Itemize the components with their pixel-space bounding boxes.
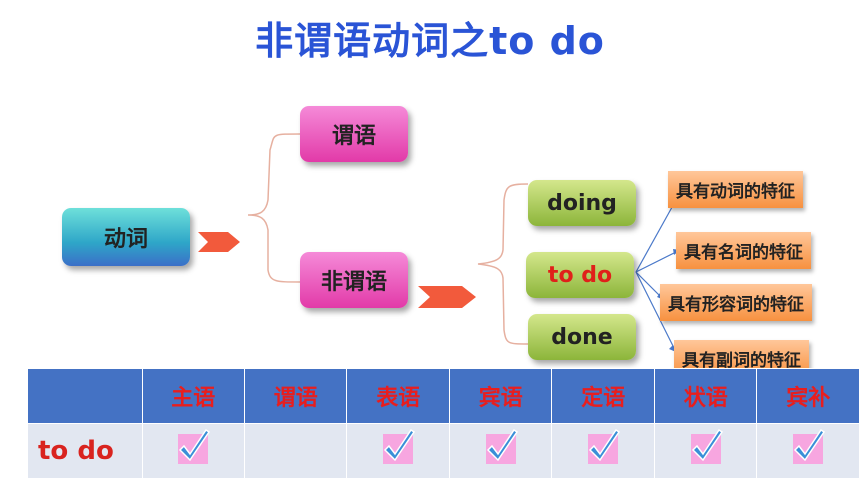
feature-verb: 具有动词的特征: [668, 171, 803, 208]
table-cell: [244, 423, 348, 479]
table-cell: [653, 423, 758, 479]
table-header-row: 主语 谓语 表语 宾语 定语 状语 宾补: [27, 368, 860, 424]
table-header-cell: 宾语: [448, 368, 553, 424]
function-table: 主语 谓语 表语 宾语 定语 状语 宾补 to do: [27, 368, 860, 479]
table-header-cell: 宾补: [756, 368, 860, 424]
table-cell: [448, 423, 553, 479]
table-header-cell: 表语: [346, 368, 450, 424]
checkmark-icon: [383, 428, 416, 464]
node-to-do: to do: [526, 252, 634, 298]
page-title: 非谓语动词之to do: [255, 19, 605, 63]
table-header-cell: 状语: [653, 368, 758, 424]
node-non-predicate: 非谓语: [300, 252, 408, 308]
checkmark-icon: [793, 428, 826, 464]
table-cell: [551, 423, 655, 479]
table-header-cell: [27, 368, 143, 424]
table-row: to do: [27, 423, 860, 479]
table-header-cell: 定语: [551, 368, 655, 424]
arrow-right-icon: [198, 232, 240, 252]
feature-adjective: 具有形容词的特征: [660, 284, 812, 321]
checkmark-icon: [178, 428, 211, 464]
node-doing: doing: [528, 180, 636, 226]
feature-noun: 具有名词的特征: [676, 232, 811, 269]
checkmark-icon: [690, 428, 723, 464]
table-header-cell: 主语: [141, 368, 246, 424]
table-cell: [141, 423, 246, 479]
node-predicate: 谓语: [300, 106, 408, 162]
node-verb: 动词: [62, 208, 190, 266]
table-cell: [756, 423, 860, 479]
arrow-right-icon: [418, 286, 476, 308]
checkmark-icon: [588, 428, 621, 464]
node-done: done: [528, 314, 636, 360]
row-label: to do: [27, 423, 143, 479]
checkmark-icon: [485, 428, 518, 464]
table-header-cell: 谓语: [244, 368, 348, 424]
table-cell: [346, 423, 450, 479]
